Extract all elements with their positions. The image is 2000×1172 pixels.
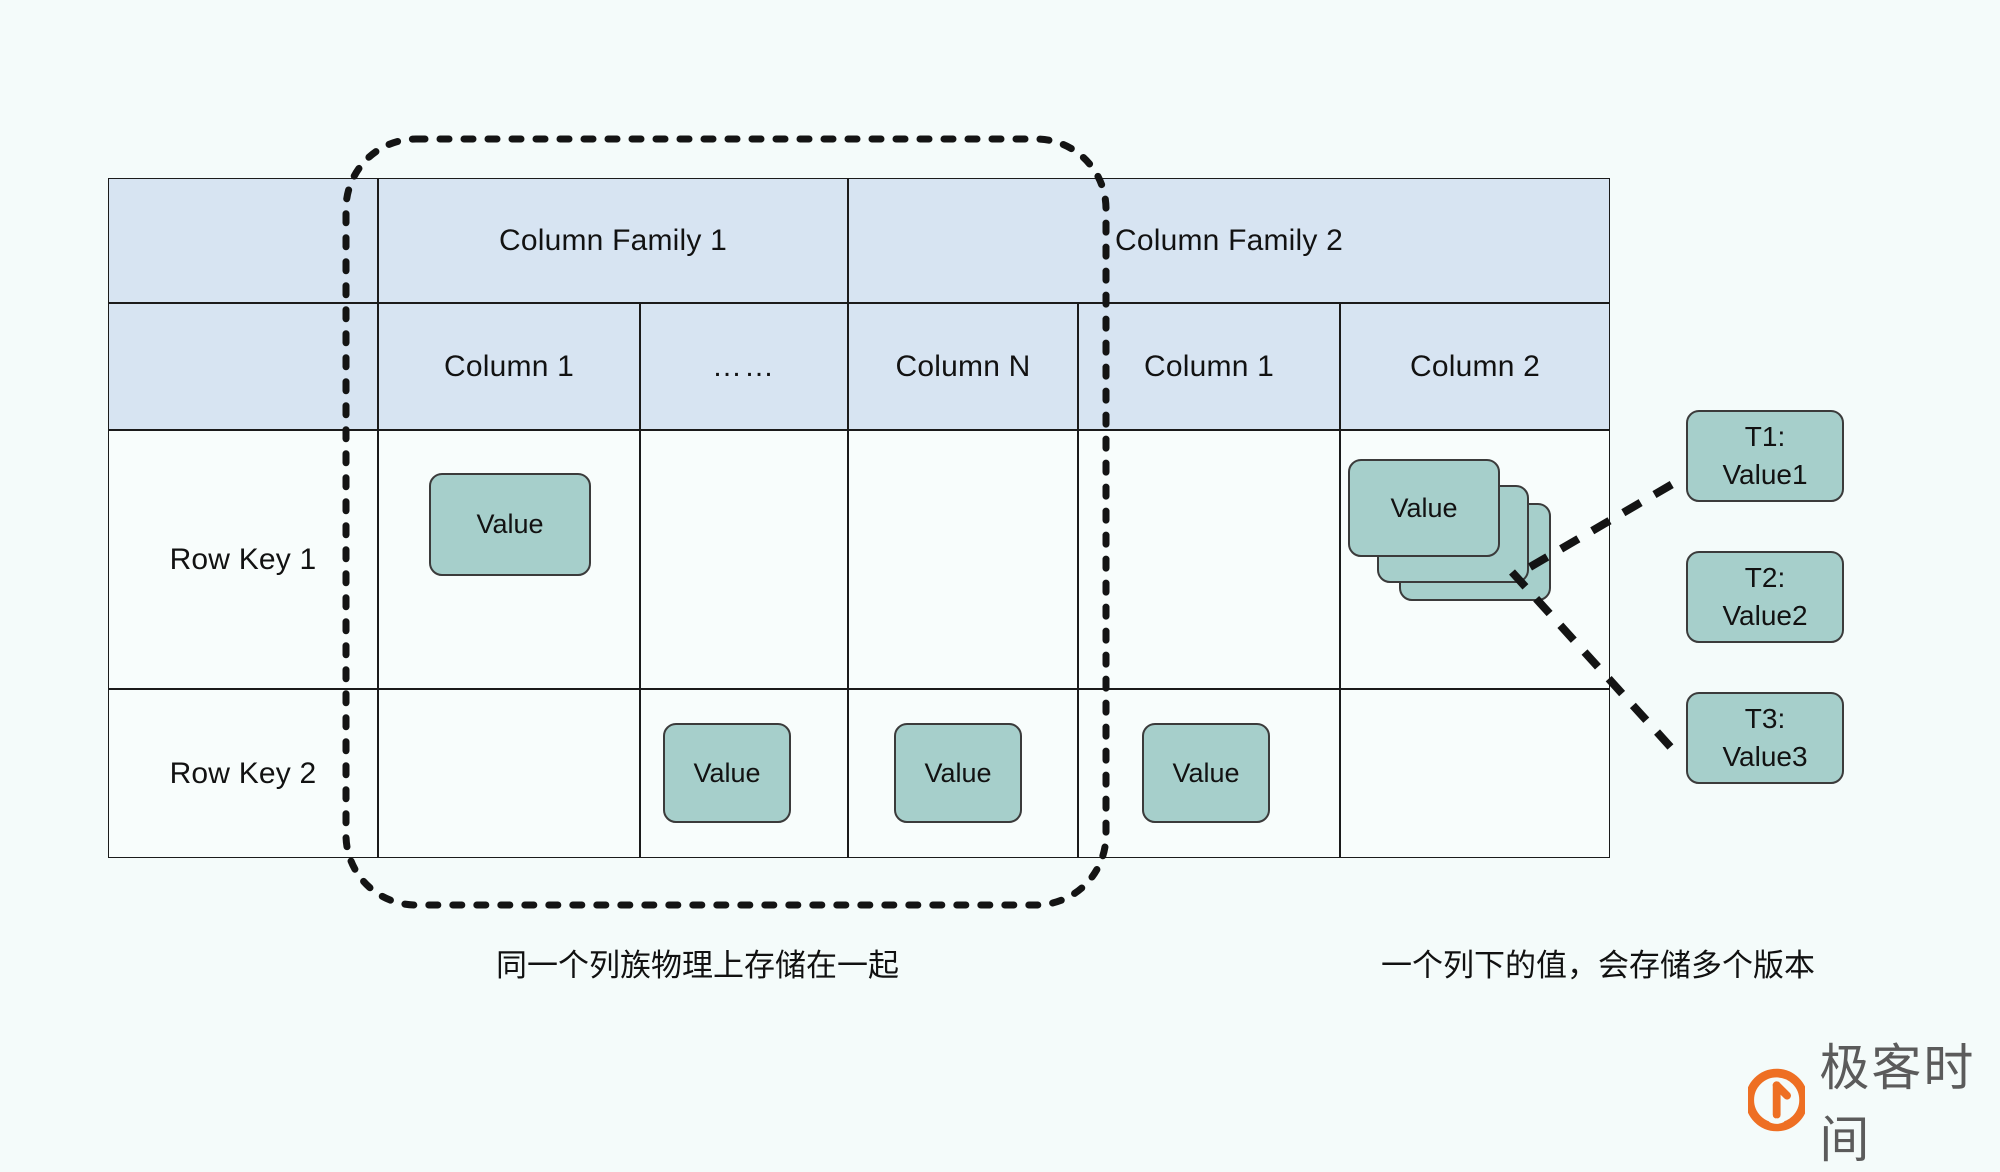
version-box-t2-line2: Value2 (1722, 600, 1808, 631)
row-key-2-label: Row Key 2 (169, 756, 317, 790)
table-row (378, 689, 640, 858)
column-header-cf1-coln: Column N (848, 303, 1078, 430)
version-box-t3: T3: Value3 (1686, 692, 1844, 784)
value-chip: Value (429, 473, 591, 576)
row-key-header-cell (108, 303, 378, 430)
version-box-t1-line2: Value1 (1722, 459, 1808, 490)
geektime-logo-icon (1748, 1068, 1806, 1132)
geektime-logo-text: 极客时间 (1819, 1040, 1976, 1168)
column-family-2-header: Column Family 2 (848, 178, 1610, 303)
table-row: Value (1078, 689, 1340, 858)
column-header-cf2-col1-label: Column 1 (1144, 349, 1274, 383)
row-key-1-cell: Row Key 1 (108, 430, 378, 689)
version-box-t2-line1: T2: (1744, 562, 1786, 594)
column-header-cf1-col1: Column 1 (378, 303, 640, 430)
geektime-logo: 极客时间 (1748, 1028, 2000, 1172)
version-box-t3-line1: T3: (1744, 703, 1786, 735)
table-row: Value (1340, 430, 1610, 689)
column-header-cf2-col1: Column 1 (1078, 303, 1340, 430)
column-header-cf1-ellipsis-label: …… (712, 349, 776, 383)
table-row: Value (848, 689, 1078, 858)
table-row (1078, 430, 1340, 689)
column-header-cf1-ellipsis: …… (640, 303, 848, 430)
column-header-cf1-coln-label: Column N (895, 349, 1031, 383)
table-row: Value (378, 430, 640, 689)
column-header-cf2-col2-label: Column 2 (1410, 349, 1540, 383)
row-key-header-label (109, 304, 377, 429)
version-box-t1: T1: Value1 (1686, 410, 1844, 502)
column-family-1-header: Column Family 1 (378, 178, 848, 303)
column-header-cf1-col1-label: Column 1 (444, 349, 574, 383)
column-family-group-caption: 同一个列族物理上存储在一起 (496, 948, 899, 983)
version-box-t3-line2: Value3 (1722, 741, 1808, 772)
column-family-2-label: Column Family 2 (1114, 223, 1344, 257)
table-corner-label (109, 179, 377, 302)
value-chip-version-1: Value (1348, 459, 1500, 557)
value-chip: Value (894, 723, 1022, 823)
table-corner-cell (108, 178, 378, 303)
row-key-2-cell: Row Key 2 (108, 689, 378, 858)
table-row: Value (640, 689, 848, 858)
value-chip: Value (1142, 723, 1270, 823)
table-row (640, 430, 848, 689)
table-row (1340, 689, 1610, 858)
version-note-caption: 一个列下的值，会存储多个版本 (1381, 948, 1815, 983)
version-box-t2: T2: Value2 (1686, 551, 1844, 643)
hbase-table: Column Family 1 Column Family 2 Column 1… (108, 178, 1610, 858)
row-key-1-label: Row Key 1 (169, 542, 317, 576)
column-header-cf2-col2: Column 2 (1340, 303, 1610, 430)
value-chip: Value (663, 723, 791, 823)
version-box-t1-line1: T1: (1744, 421, 1786, 453)
table-row (848, 430, 1078, 689)
column-family-1-label: Column Family 1 (498, 223, 728, 257)
